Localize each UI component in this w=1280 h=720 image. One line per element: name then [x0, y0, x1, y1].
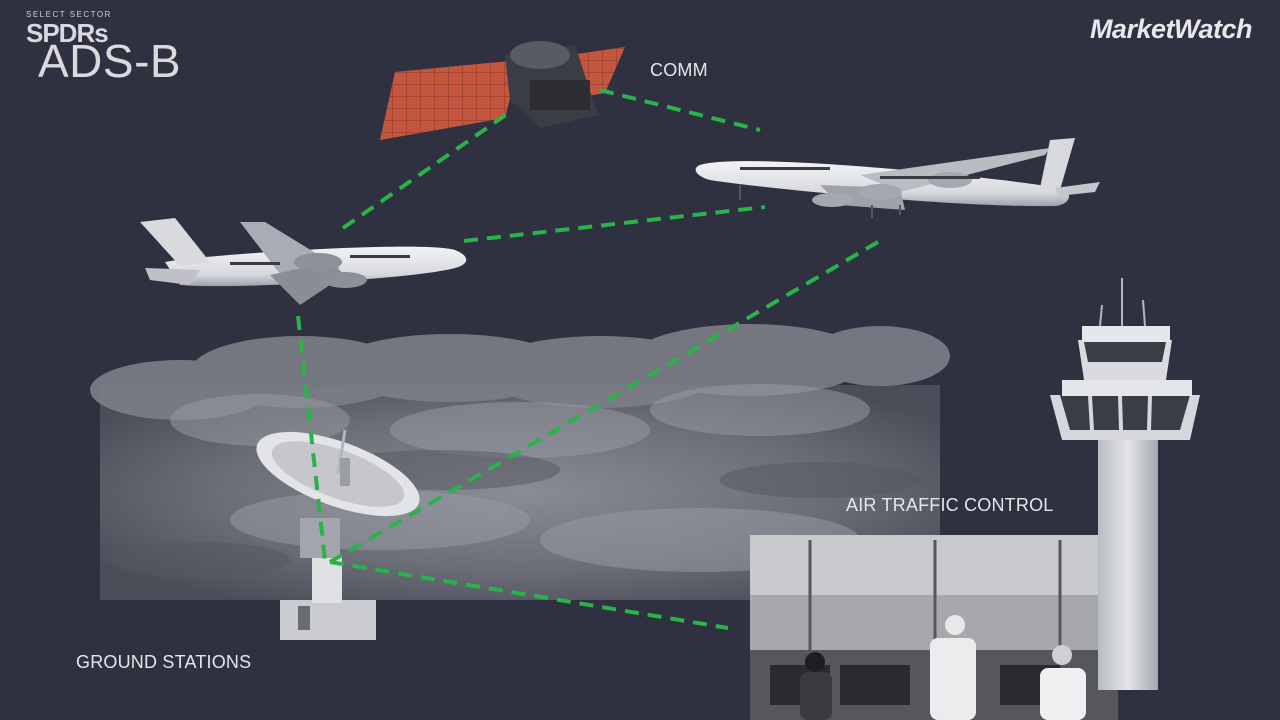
- airplane-left: [140, 218, 467, 305]
- control-tower: [1050, 278, 1200, 690]
- spdr-tagline: SELECT SECTOR: [26, 10, 112, 19]
- spdr-logo: SELECT SECTOR SPDRs: [26, 10, 156, 54]
- cloud-layer: [90, 324, 950, 600]
- ground-stations-label: GROUND STATIONS: [76, 652, 252, 672]
- airplane-right: [695, 138, 1100, 218]
- link-plane-satellite: [341, 110, 512, 230]
- satellite: [380, 41, 625, 140]
- link-plane2-ground: [328, 240, 880, 564]
- link-plane-plane: [463, 205, 766, 243]
- spdr-wordmark: SPDRs: [26, 18, 109, 48]
- atc-label: AIR TRAFFIC CONTROL: [846, 495, 1054, 515]
- link-satellite-plane: [599, 88, 761, 132]
- page-title: ADS-B: [38, 35, 182, 87]
- data-links: [296, 88, 880, 630]
- atc-room-photo: [750, 535, 1118, 720]
- link-plane-ground: [296, 315, 327, 561]
- marketwatch-logo: MarketWatch: [1089, 14, 1253, 44]
- comm-label: COMM: [650, 60, 708, 80]
